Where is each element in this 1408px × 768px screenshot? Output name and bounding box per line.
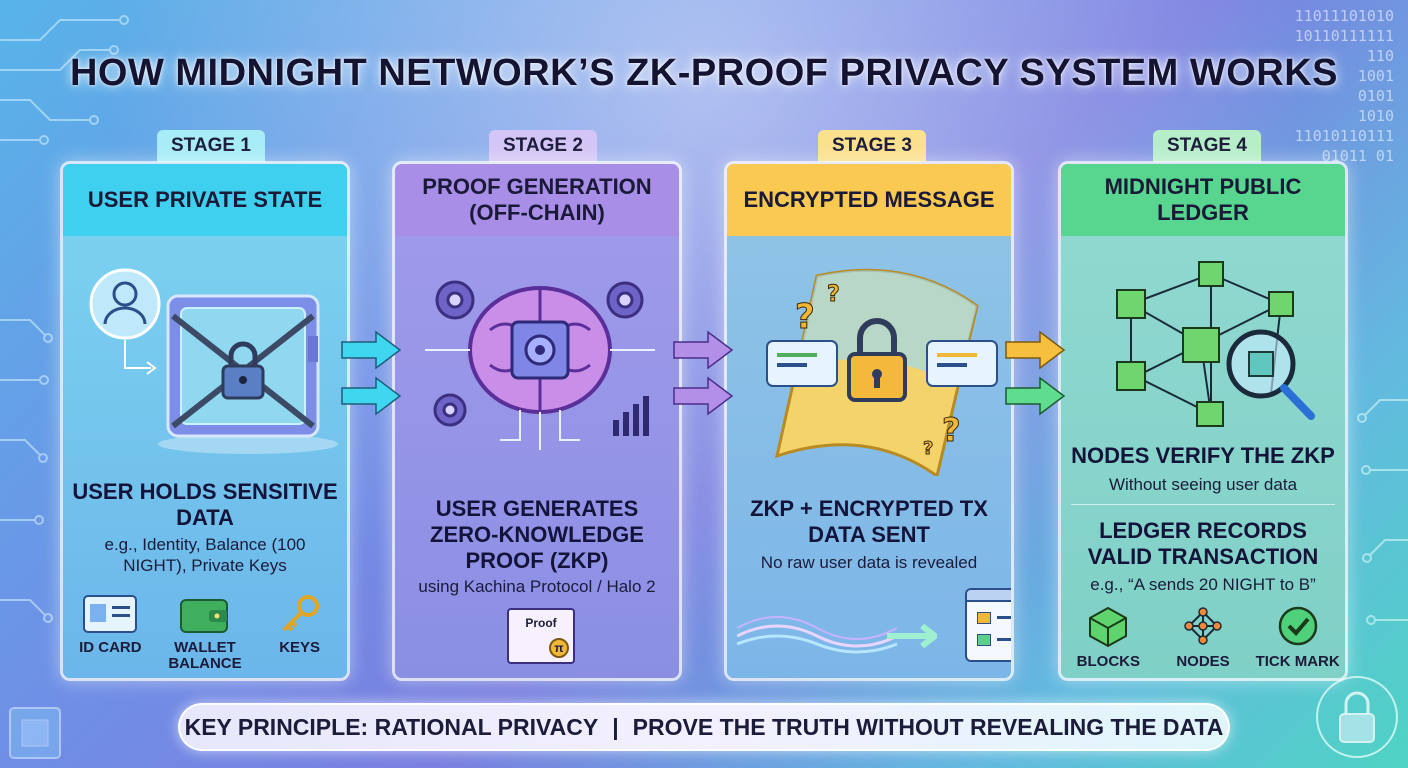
- ledger-network-illustration: [1116, 261, 1315, 427]
- nodes-item: NODES: [1158, 604, 1248, 670]
- padlock-decoration-icon: [1316, 676, 1398, 758]
- chip-gear-icon: [510, 320, 570, 380]
- circuit-decoration-left: [0, 319, 53, 623]
- stage-1-heading: USER HOLDS SENSITIVE DATA: [72, 479, 338, 530]
- stage-3-description: No raw user data is revealed: [760, 553, 978, 572]
- speech-bubble-right-icon: [926, 340, 998, 387]
- stage-4-panel: MIDNIGHT PUBLIC LEDGER: [1058, 161, 1348, 681]
- bar-chart-icon: [613, 396, 649, 436]
- stage-2-heading: USER GENERATES ZERO-KNOWLEDGE PROOF (ZKP…: [430, 496, 644, 573]
- proof-certificate-label: Proof: [525, 616, 557, 630]
- stage-1-body: USER HOLDS SENSITIVE DATA e.g., Identity…: [63, 236, 347, 678]
- user-avatar-icon: [89, 268, 161, 375]
- blocks-item: BLOCKS: [1063, 604, 1153, 670]
- stage-2-panel: PROOF GENERATION (OFF-CHAIN): [392, 161, 682, 681]
- stage-2-header: PROOF GENERATION (OFF-CHAIN): [395, 164, 679, 236]
- stage-1-header: USER PRIVATE STATE: [63, 164, 347, 236]
- circuit-lines-icon: [425, 349, 655, 450]
- arrow-stage1-to-stage2: [341, 330, 402, 416]
- svg-text:?: ?: [942, 411, 961, 449]
- magnifier-icon: [1226, 329, 1315, 420]
- keys-label: KEYS: [279, 639, 321, 656]
- stage-4-verify-heading: NODES VERIFY THE ZKP: [1071, 443, 1335, 468]
- speech-bubble-left-icon: [766, 340, 838, 387]
- stage-3-tag: STAGE 3: [818, 130, 926, 162]
- stage-4-description: e.g., “A sends 20 NIGHT to B”: [1090, 575, 1316, 594]
- stage-3-body: ? ? ? ? ZKP + ENCRYPTED TX DATA SENT No …: [727, 236, 1011, 678]
- gear-icon: [433, 280, 644, 427]
- nodes-icon: [1184, 607, 1222, 645]
- stage-4-heading: LEDGER RECORDS VALID TRANSACTION: [1087, 518, 1319, 569]
- key-principle-separator: |: [612, 713, 619, 740]
- blocks-label: BLOCKS: [1076, 653, 1140, 670]
- proof-seal-icon: π: [549, 638, 569, 658]
- stage-4-tag: STAGE 4: [1153, 130, 1261, 162]
- stage-1-description: e.g., Identity, Balance (100 NIGHT), Pri…: [104, 535, 306, 575]
- svg-text:?: ?: [827, 282, 840, 307]
- wallet-icon: [179, 599, 228, 633]
- tick-mark-label: TICK MARK: [1255, 653, 1340, 670]
- brain-circuit-illustration: [425, 280, 655, 450]
- blockchain-cubes-icon: [1116, 261, 1294, 427]
- stage-2-body: USER GENERATES ZERO-KNOWLEDGE PROOF (ZKP…: [395, 236, 679, 678]
- user-safe-illustration: [89, 268, 338, 454]
- tick-mark-icon: [1278, 606, 1317, 646]
- stage-2-tag: STAGE 2: [489, 130, 597, 162]
- wallet-label: WALLET BALANCE: [168, 639, 242, 672]
- arrow-stage2-to-stage3: [673, 330, 734, 416]
- id-card-label: ID CARD: [79, 639, 142, 656]
- stage-2-description: using Kachina Protocol / Halo 2: [418, 577, 656, 596]
- arrow-stage3-to-stage4: [1005, 330, 1066, 416]
- id-card-icon: [83, 595, 138, 633]
- stage-4-verify-description: Without seeing user data: [1108, 475, 1298, 494]
- stage-3-heading: ZKP + ENCRYPTED TX DATA SENT: [750, 496, 988, 547]
- question-mark-icon: ? ? ? ?: [795, 282, 962, 460]
- blocks-icon: [1089, 606, 1128, 648]
- tick-mark-item: TICK MARK: [1253, 604, 1343, 670]
- keys-item: KEYS: [255, 594, 345, 672]
- data-wave-illustration: [737, 616, 937, 654]
- page-title: HOW MIDNIGHT NETWORK’S ZK-PROOF PRIVACY …: [69, 52, 1339, 94]
- stage-3-header: ENCRYPTED MESSAGE: [727, 164, 1011, 236]
- circuit-decoration-top-left: [0, 15, 129, 145]
- wallet-item: WALLET BALANCE: [160, 594, 250, 672]
- key-principle-banner: KEY PRINCIPLE: RATIONAL PRIVACY | PROVE …: [178, 703, 1230, 751]
- padlock-icon: [847, 318, 907, 402]
- browser-window-icon: [965, 588, 1011, 662]
- stage-3-panel: ENCRYPTED MESSAGE ? ? ? ?: [724, 161, 1014, 681]
- stage-1-panel: USER PRIVATE STATE: [60, 161, 350, 681]
- stage-1-tag: STAGE 1: [157, 130, 265, 162]
- padlock-icon: [221, 341, 265, 400]
- id-card-item: ID CARD: [65, 594, 155, 672]
- stage-4-divider: [1071, 504, 1335, 505]
- key-icon: [282, 595, 319, 632]
- stage-4-header: MIDNIGHT PUBLIC LEDGER: [1061, 164, 1345, 236]
- key-principle-left: KEY PRINCIPLE: RATIONAL PRIVACY: [184, 713, 599, 740]
- nodes-label: NODES: [1176, 653, 1230, 670]
- key-principle-right: PROVE THE TRUTH WITHOUT REVEALING THE DA…: [632, 713, 1224, 740]
- svg-text:?: ?: [923, 438, 933, 459]
- svg-text:?: ?: [795, 297, 815, 337]
- circuit-decoration-right: [1357, 399, 1408, 625]
- stage-4-body: NODES VERIFY THE ZKP Without seeing user…: [1061, 236, 1345, 678]
- proof-certificate: Proof π: [507, 608, 575, 664]
- chip-icon: [9, 707, 61, 759]
- encrypted-scroll-illustration: ? ? ? ?: [766, 268, 998, 476]
